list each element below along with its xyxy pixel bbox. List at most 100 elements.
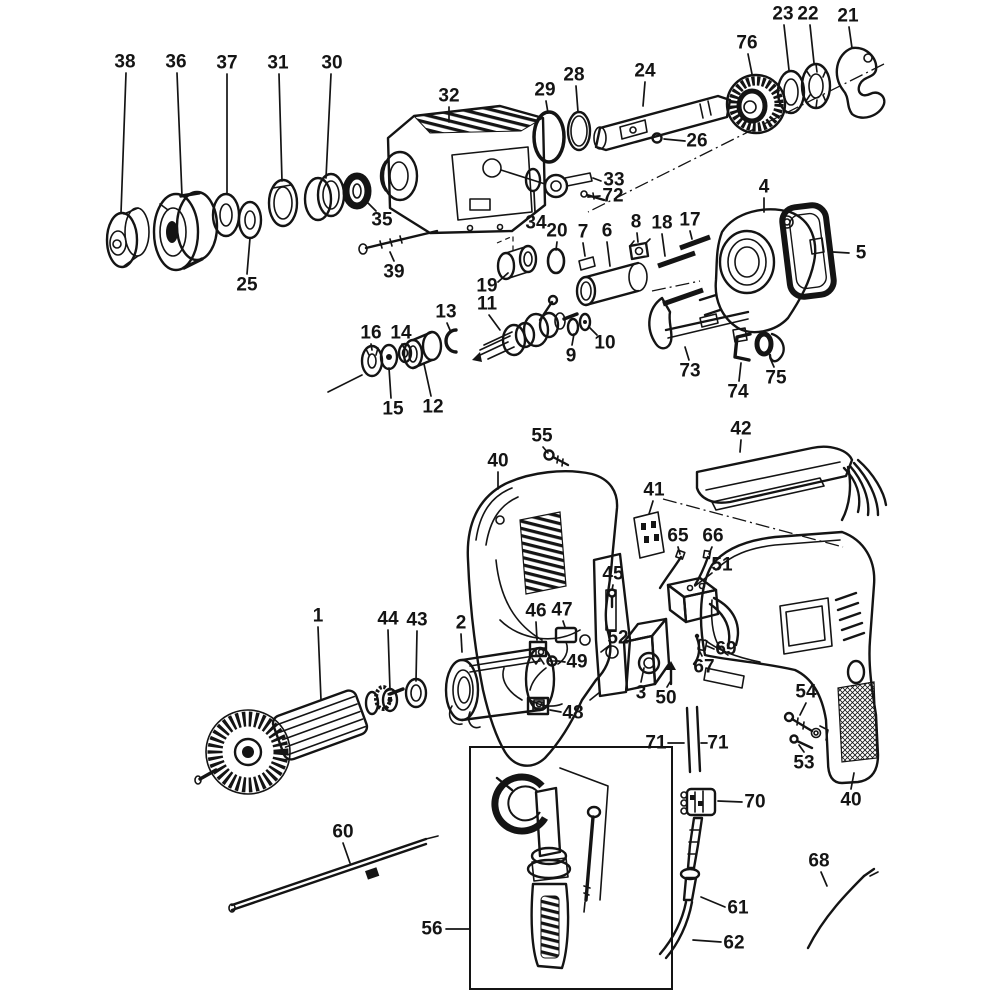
part-22-bearing xyxy=(800,62,832,110)
callout-48: 48 xyxy=(562,703,583,724)
callout-49: 49 xyxy=(566,652,587,673)
callout-2: 2 xyxy=(456,613,467,634)
callout-70: 70 xyxy=(744,792,765,813)
callout-31: 31 xyxy=(267,53,289,74)
callout-4: 4 xyxy=(759,177,770,198)
part-11-ratchet-spindle xyxy=(472,294,579,362)
part-25-washer xyxy=(237,200,263,240)
leader-53 xyxy=(798,744,805,753)
part-40-right-housing-half xyxy=(699,530,880,785)
callout-34: 34 xyxy=(525,213,547,234)
part-6-cylinder xyxy=(575,261,648,307)
callout-33: 33 xyxy=(603,170,624,191)
leader-18 xyxy=(661,233,666,257)
leader-75 xyxy=(769,357,775,368)
callout-43: 43 xyxy=(406,610,427,631)
leader-21 xyxy=(848,26,853,49)
part-55-screw xyxy=(543,449,570,467)
leader-48 xyxy=(549,709,562,713)
callout-66: 66 xyxy=(702,526,723,547)
part-35-seal-ring xyxy=(342,172,372,210)
leader-10 xyxy=(588,326,598,336)
callout-19: 19 xyxy=(476,276,497,297)
leader-3 xyxy=(640,667,645,683)
leader-45 xyxy=(611,584,614,591)
callout-29: 29 xyxy=(534,80,555,101)
leader-44 xyxy=(387,629,391,691)
leader-30 xyxy=(325,73,332,179)
leader-8 xyxy=(636,232,639,243)
leader-12 xyxy=(423,363,432,397)
callout-56: 56 xyxy=(421,919,442,940)
part-50-screw xyxy=(666,661,676,686)
leader-16 xyxy=(370,343,373,351)
callout-26: 26 xyxy=(686,131,707,152)
leader-67 xyxy=(697,647,703,657)
leader-9 xyxy=(571,333,575,346)
part-32-gear-housing xyxy=(379,104,547,235)
callout-44: 44 xyxy=(377,609,399,630)
part-60-depth-rod xyxy=(228,835,439,913)
leader-11 xyxy=(488,314,501,331)
callout-12: 12 xyxy=(422,397,443,418)
callout-20: 20 xyxy=(546,221,567,242)
part-34-o-ring xyxy=(524,167,542,193)
part-20-o-ring xyxy=(546,247,566,275)
callout-28: 28 xyxy=(563,65,584,86)
part-3-switch xyxy=(622,617,671,692)
leader-13 xyxy=(446,322,451,331)
leader-38 xyxy=(120,72,127,214)
callout-3: 3 xyxy=(636,683,647,704)
part-38-end-cap xyxy=(105,207,150,269)
leader-60 xyxy=(342,842,351,864)
leader-69 xyxy=(706,645,715,650)
part-40-left-housing-half xyxy=(466,470,619,767)
part-73-shift-fork-lever xyxy=(648,296,750,350)
part-17-spring-bar xyxy=(679,234,711,251)
part-26-ball xyxy=(651,132,663,144)
leader-52 xyxy=(600,644,611,653)
callout-61: 61 xyxy=(727,898,749,919)
leader-47 xyxy=(562,620,566,628)
callout-71: 71 xyxy=(645,733,667,754)
leader-41 xyxy=(648,500,654,515)
leader-19 xyxy=(497,272,509,283)
part-24-spindle xyxy=(593,94,732,152)
callout-75: 75 xyxy=(765,368,787,389)
callout-54: 54 xyxy=(795,682,817,703)
callout-67: 67 xyxy=(693,657,714,678)
part-28-o-ring xyxy=(566,110,592,152)
callout-38: 38 xyxy=(114,52,135,73)
leader-33 xyxy=(592,177,602,182)
callout-76: 76 xyxy=(736,33,757,54)
part-61-strain-relief xyxy=(679,816,704,902)
leader-7 xyxy=(582,242,586,257)
callout-24: 24 xyxy=(634,61,656,82)
leader-36 xyxy=(176,72,183,197)
callout-53: 53 xyxy=(793,753,814,774)
part-12-sleeve xyxy=(402,330,443,370)
part-65-wire xyxy=(658,549,686,590)
leader-24 xyxy=(642,81,646,107)
callout-71: 71 xyxy=(707,733,729,754)
callout-9: 9 xyxy=(566,346,577,367)
leader-20 xyxy=(555,241,558,251)
leader-1 xyxy=(317,626,322,701)
part-39-long-screw xyxy=(358,229,439,255)
part-47-carbon-brush xyxy=(554,626,578,665)
callout-21: 21 xyxy=(837,6,859,27)
leader-26 xyxy=(663,138,686,142)
part-15-washer xyxy=(379,343,399,371)
callout-14: 14 xyxy=(390,323,412,344)
callout-15: 15 xyxy=(382,399,404,420)
part-66-wire xyxy=(693,549,712,587)
leader-66 xyxy=(708,546,713,555)
callout-37: 37 xyxy=(216,53,237,74)
leader-34 xyxy=(533,191,536,213)
part-8-nut xyxy=(628,238,651,261)
part-62-cord xyxy=(658,900,694,960)
leader-68 xyxy=(820,871,828,887)
callout-47: 47 xyxy=(551,600,572,621)
